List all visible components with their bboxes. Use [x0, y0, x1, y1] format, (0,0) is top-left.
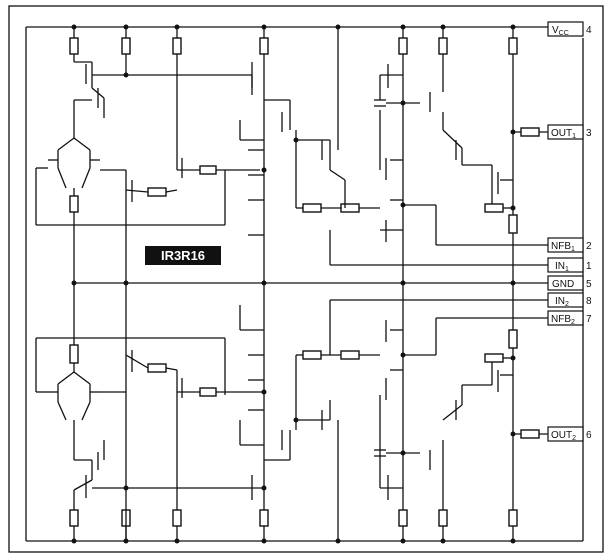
svg-text:5: 5	[586, 279, 592, 290]
pin-nfb2: NFB2 7	[547, 310, 592, 326]
supply-rails	[25, 26, 584, 542]
junction-dots	[71, 24, 516, 544]
pin-in2: IN2 8	[547, 292, 592, 308]
svg-text:6: 6	[586, 430, 592, 441]
chip-label-text: IR3R16	[161, 248, 205, 263]
bottom-resistors	[69, 509, 518, 541]
top-resistors	[69, 27, 518, 55]
pin-nfb1: NFB1 2	[547, 237, 592, 253]
svg-text:GND: GND	[552, 279, 574, 290]
svg-text:IN1: IN1	[555, 261, 569, 273]
svg-text:8: 8	[586, 296, 592, 307]
pin-gnd: GND 5	[547, 275, 592, 291]
upper-channel-wiring	[35, 27, 548, 541]
svg-text:3: 3	[586, 128, 592, 139]
svg-text:OUT2: OUT2	[551, 430, 576, 442]
pin-out2: OUT2 6	[547, 426, 592, 442]
chip-label: IR3R16	[145, 246, 221, 265]
pin-out1: OUT1 3	[547, 124, 592, 140]
svg-text:2: 2	[586, 241, 592, 252]
svg-text:NFB1: NFB1	[551, 241, 575, 253]
svg-text:IN2: IN2	[555, 296, 569, 308]
svg-text:7: 7	[586, 314, 592, 325]
pin-vcc: VCC 4	[547, 21, 592, 37]
svg-text:4: 4	[586, 25, 592, 36]
lower-channel-wiring	[35, 283, 548, 541]
svg-text:NFB2: NFB2	[551, 314, 575, 326]
svg-text:1: 1	[586, 261, 592, 272]
transistors	[85, 62, 499, 500]
svg-text:VCC: VCC	[552, 25, 569, 37]
chip-label-bg	[145, 246, 221, 265]
pin-in1: IN1 1	[547, 257, 592, 273]
svg-text:OUT1: OUT1	[551, 128, 576, 140]
outer-frame	[8, 5, 604, 553]
pin-labels: VCC 4 OUT1 3 NFB1 2 IN1 1 GND 5	[547, 21, 592, 442]
